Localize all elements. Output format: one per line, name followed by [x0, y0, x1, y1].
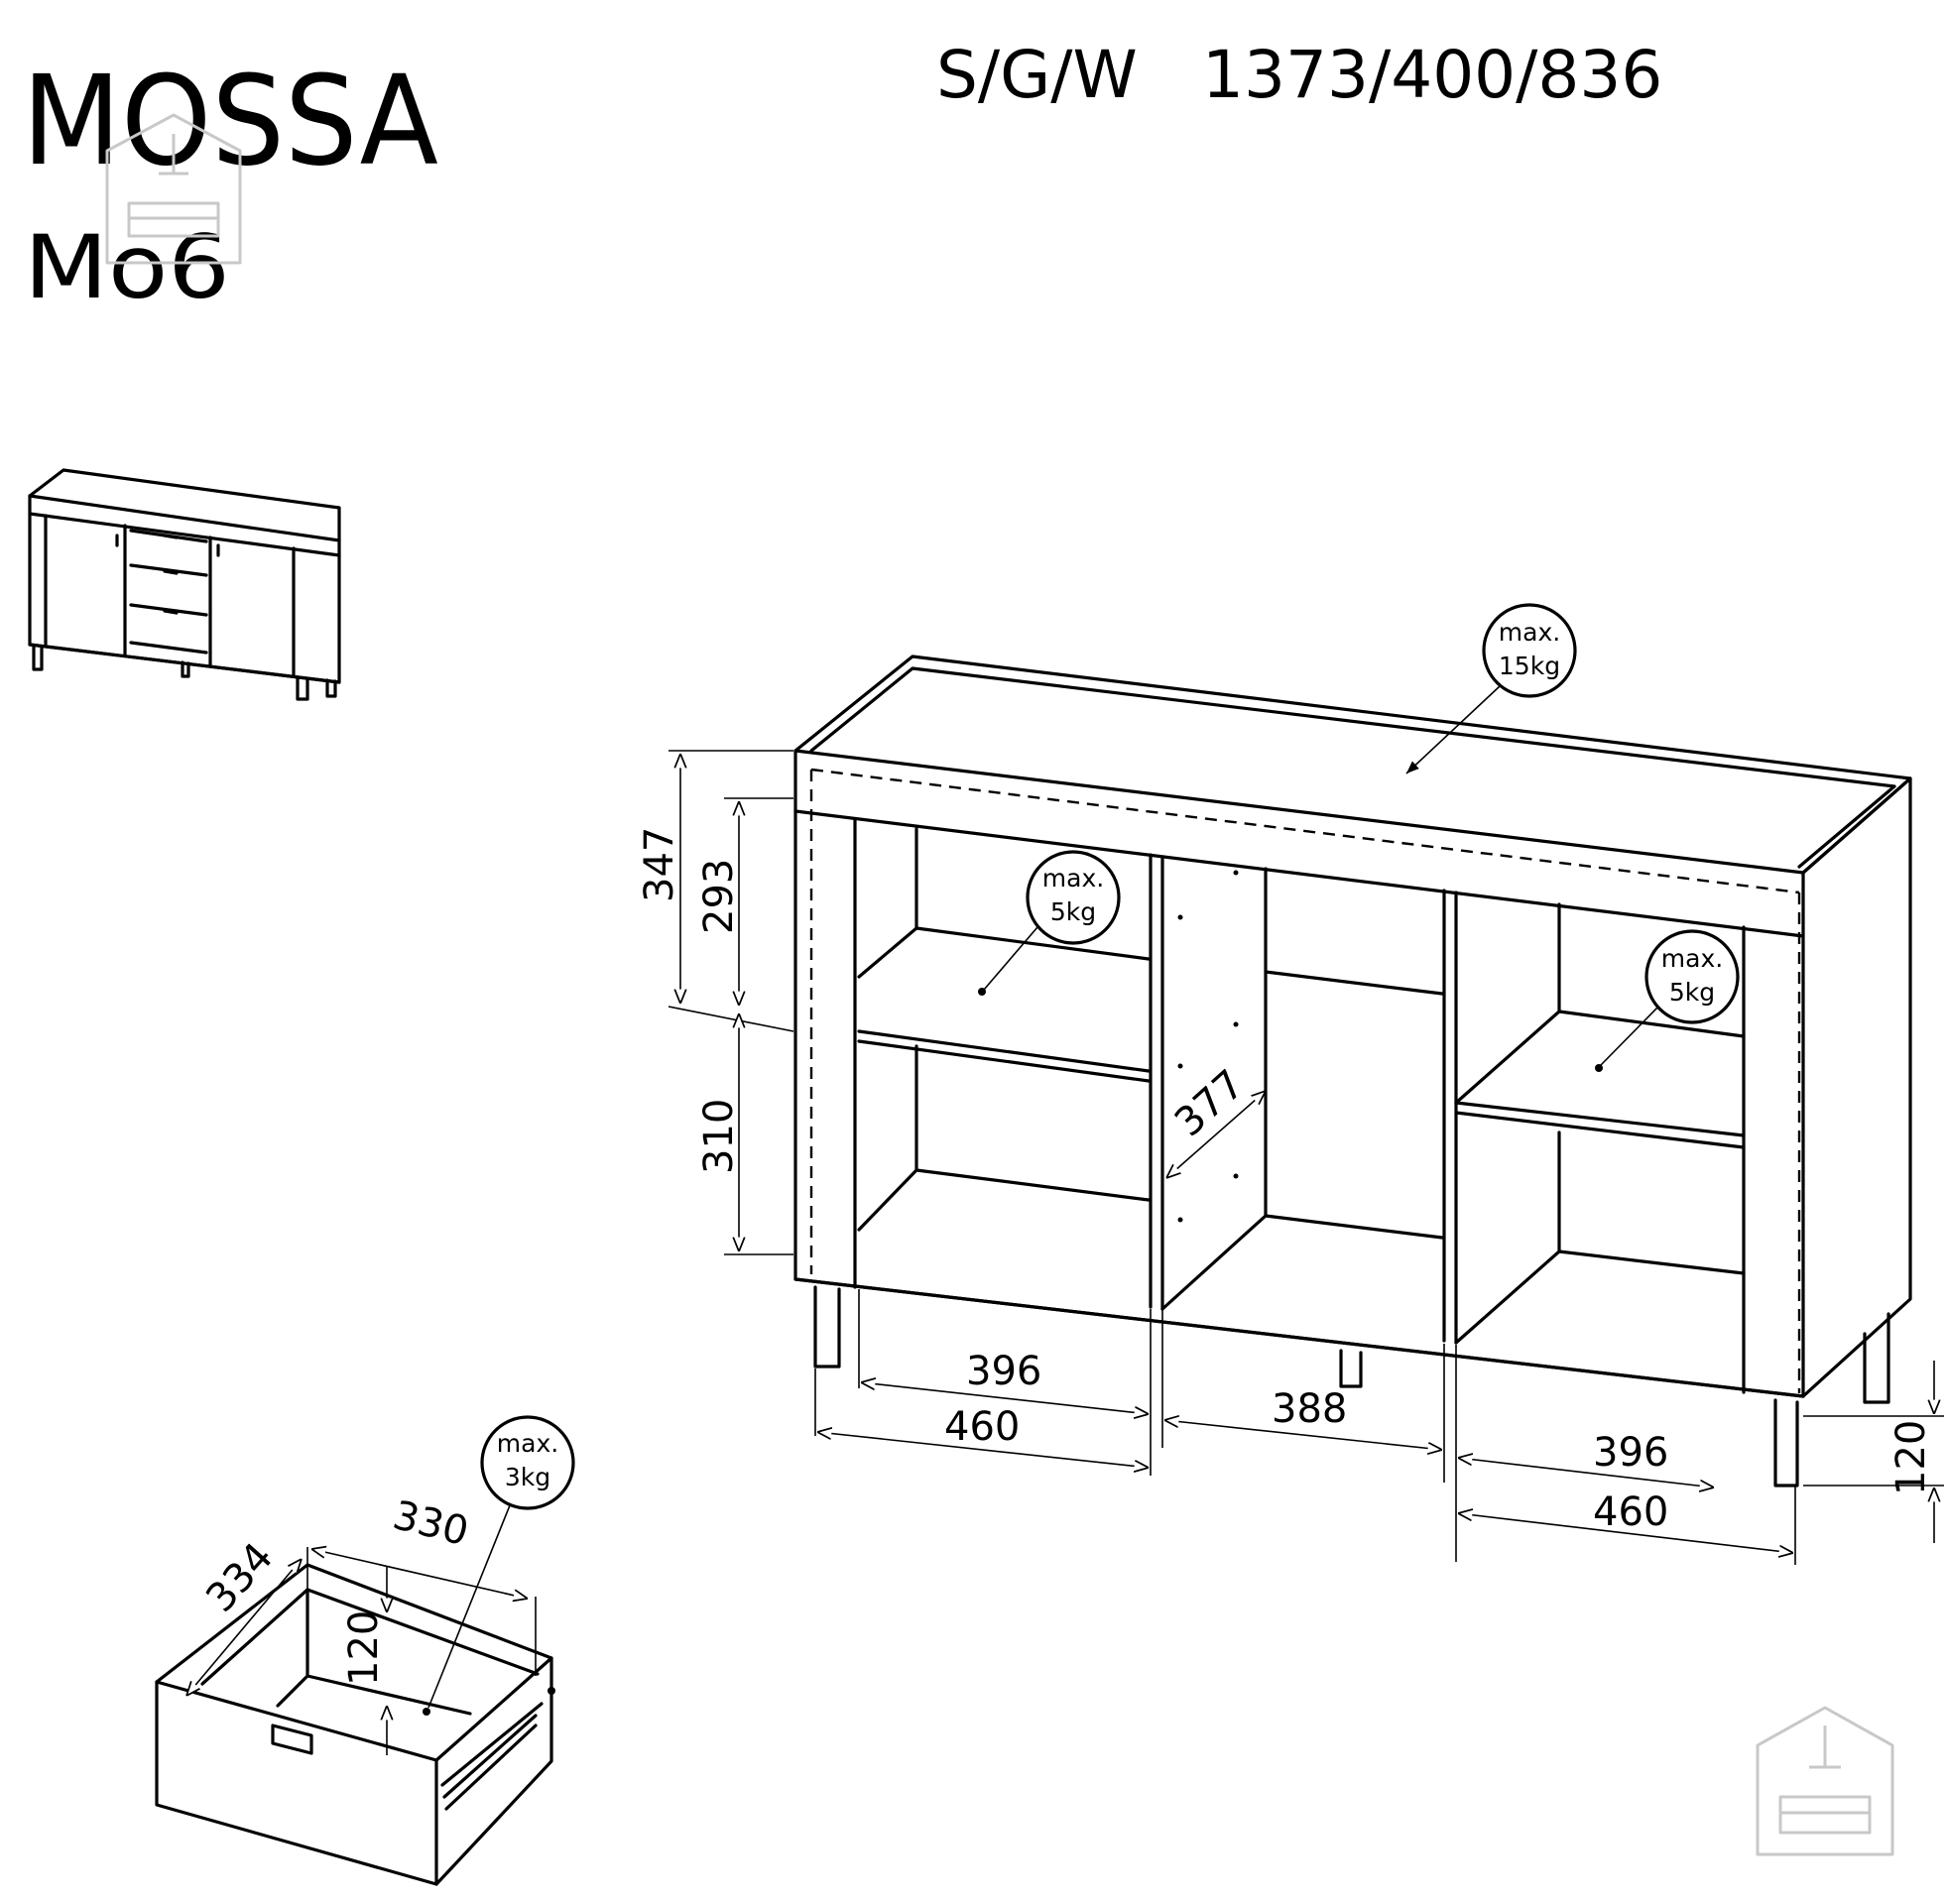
header: MOSSA Mo6 S/G/W 1373/400/836: [22, 37, 1662, 318]
shelf-pin-holes: [1177, 870, 1239, 1223]
dim-left-inner-width: 396: [966, 1349, 1041, 1394]
overview-sideboard: [28, 468, 341, 701]
svg-text:3kg: 3kg: [505, 1463, 550, 1491]
drawer-dimension-lines: [186, 1547, 537, 1755]
svg-text:max.: max.: [1499, 618, 1560, 647]
load-badge-top: max. 15kg: [1405, 603, 1577, 774]
dim-middle-width: 388: [1272, 1386, 1347, 1432]
drawer-dimension-texts: 334 330 120: [197, 1492, 473, 1686]
load-badge-shelf-right: max. 5kg: [1595, 929, 1740, 1072]
dimensions-value: 1373/400/836: [1202, 37, 1662, 113]
drawer-dim-depth: 334: [197, 1534, 282, 1621]
dim-lower-compartment: 310: [696, 1099, 742, 1174]
svg-text:max.: max.: [1042, 864, 1104, 892]
model-code: Mo6: [24, 216, 230, 318]
svg-text:max.: max.: [497, 1429, 558, 1458]
svg-text:5kg: 5kg: [1050, 897, 1096, 926]
load-badge-drawer: max. 3kg: [423, 1415, 575, 1716]
drawer-dim-width: 330: [389, 1492, 473, 1555]
cabinet-dimension-lines: [668, 750, 1944, 1565]
drawer-dim-height: 120: [341, 1610, 387, 1686]
svg-text:15kg: 15kg: [1499, 652, 1560, 680]
dimensions-label: S/G/W: [936, 37, 1138, 113]
product-title: MOSSA: [22, 50, 438, 193]
dim-right-inner-width: 396: [1593, 1430, 1668, 1476]
watermark-logo-top: [105, 113, 242, 265]
load-badge-shelf-left: max. 5kg: [978, 850, 1121, 996]
cabinet-dimension-texts: 347 293 310 377 396 460 388 396 460 120: [637, 827, 1934, 1535]
dim-middle-depth: 377: [1166, 1061, 1254, 1145]
dim-left-outer-width: 460: [944, 1404, 1020, 1450]
dim-upper-compartment: 293: [696, 859, 742, 934]
dim-right-outer-width: 460: [1593, 1489, 1668, 1535]
dim-leg-height: 120: [1888, 1420, 1934, 1495]
cabinet-drawing: [793, 654, 1912, 1488]
watermark-logo-bottom: [1756, 1706, 1894, 1856]
dim-total-height: 347: [637, 827, 682, 902]
svg-text:max.: max.: [1661, 944, 1723, 973]
svg-text:5kg: 5kg: [1669, 978, 1715, 1007]
